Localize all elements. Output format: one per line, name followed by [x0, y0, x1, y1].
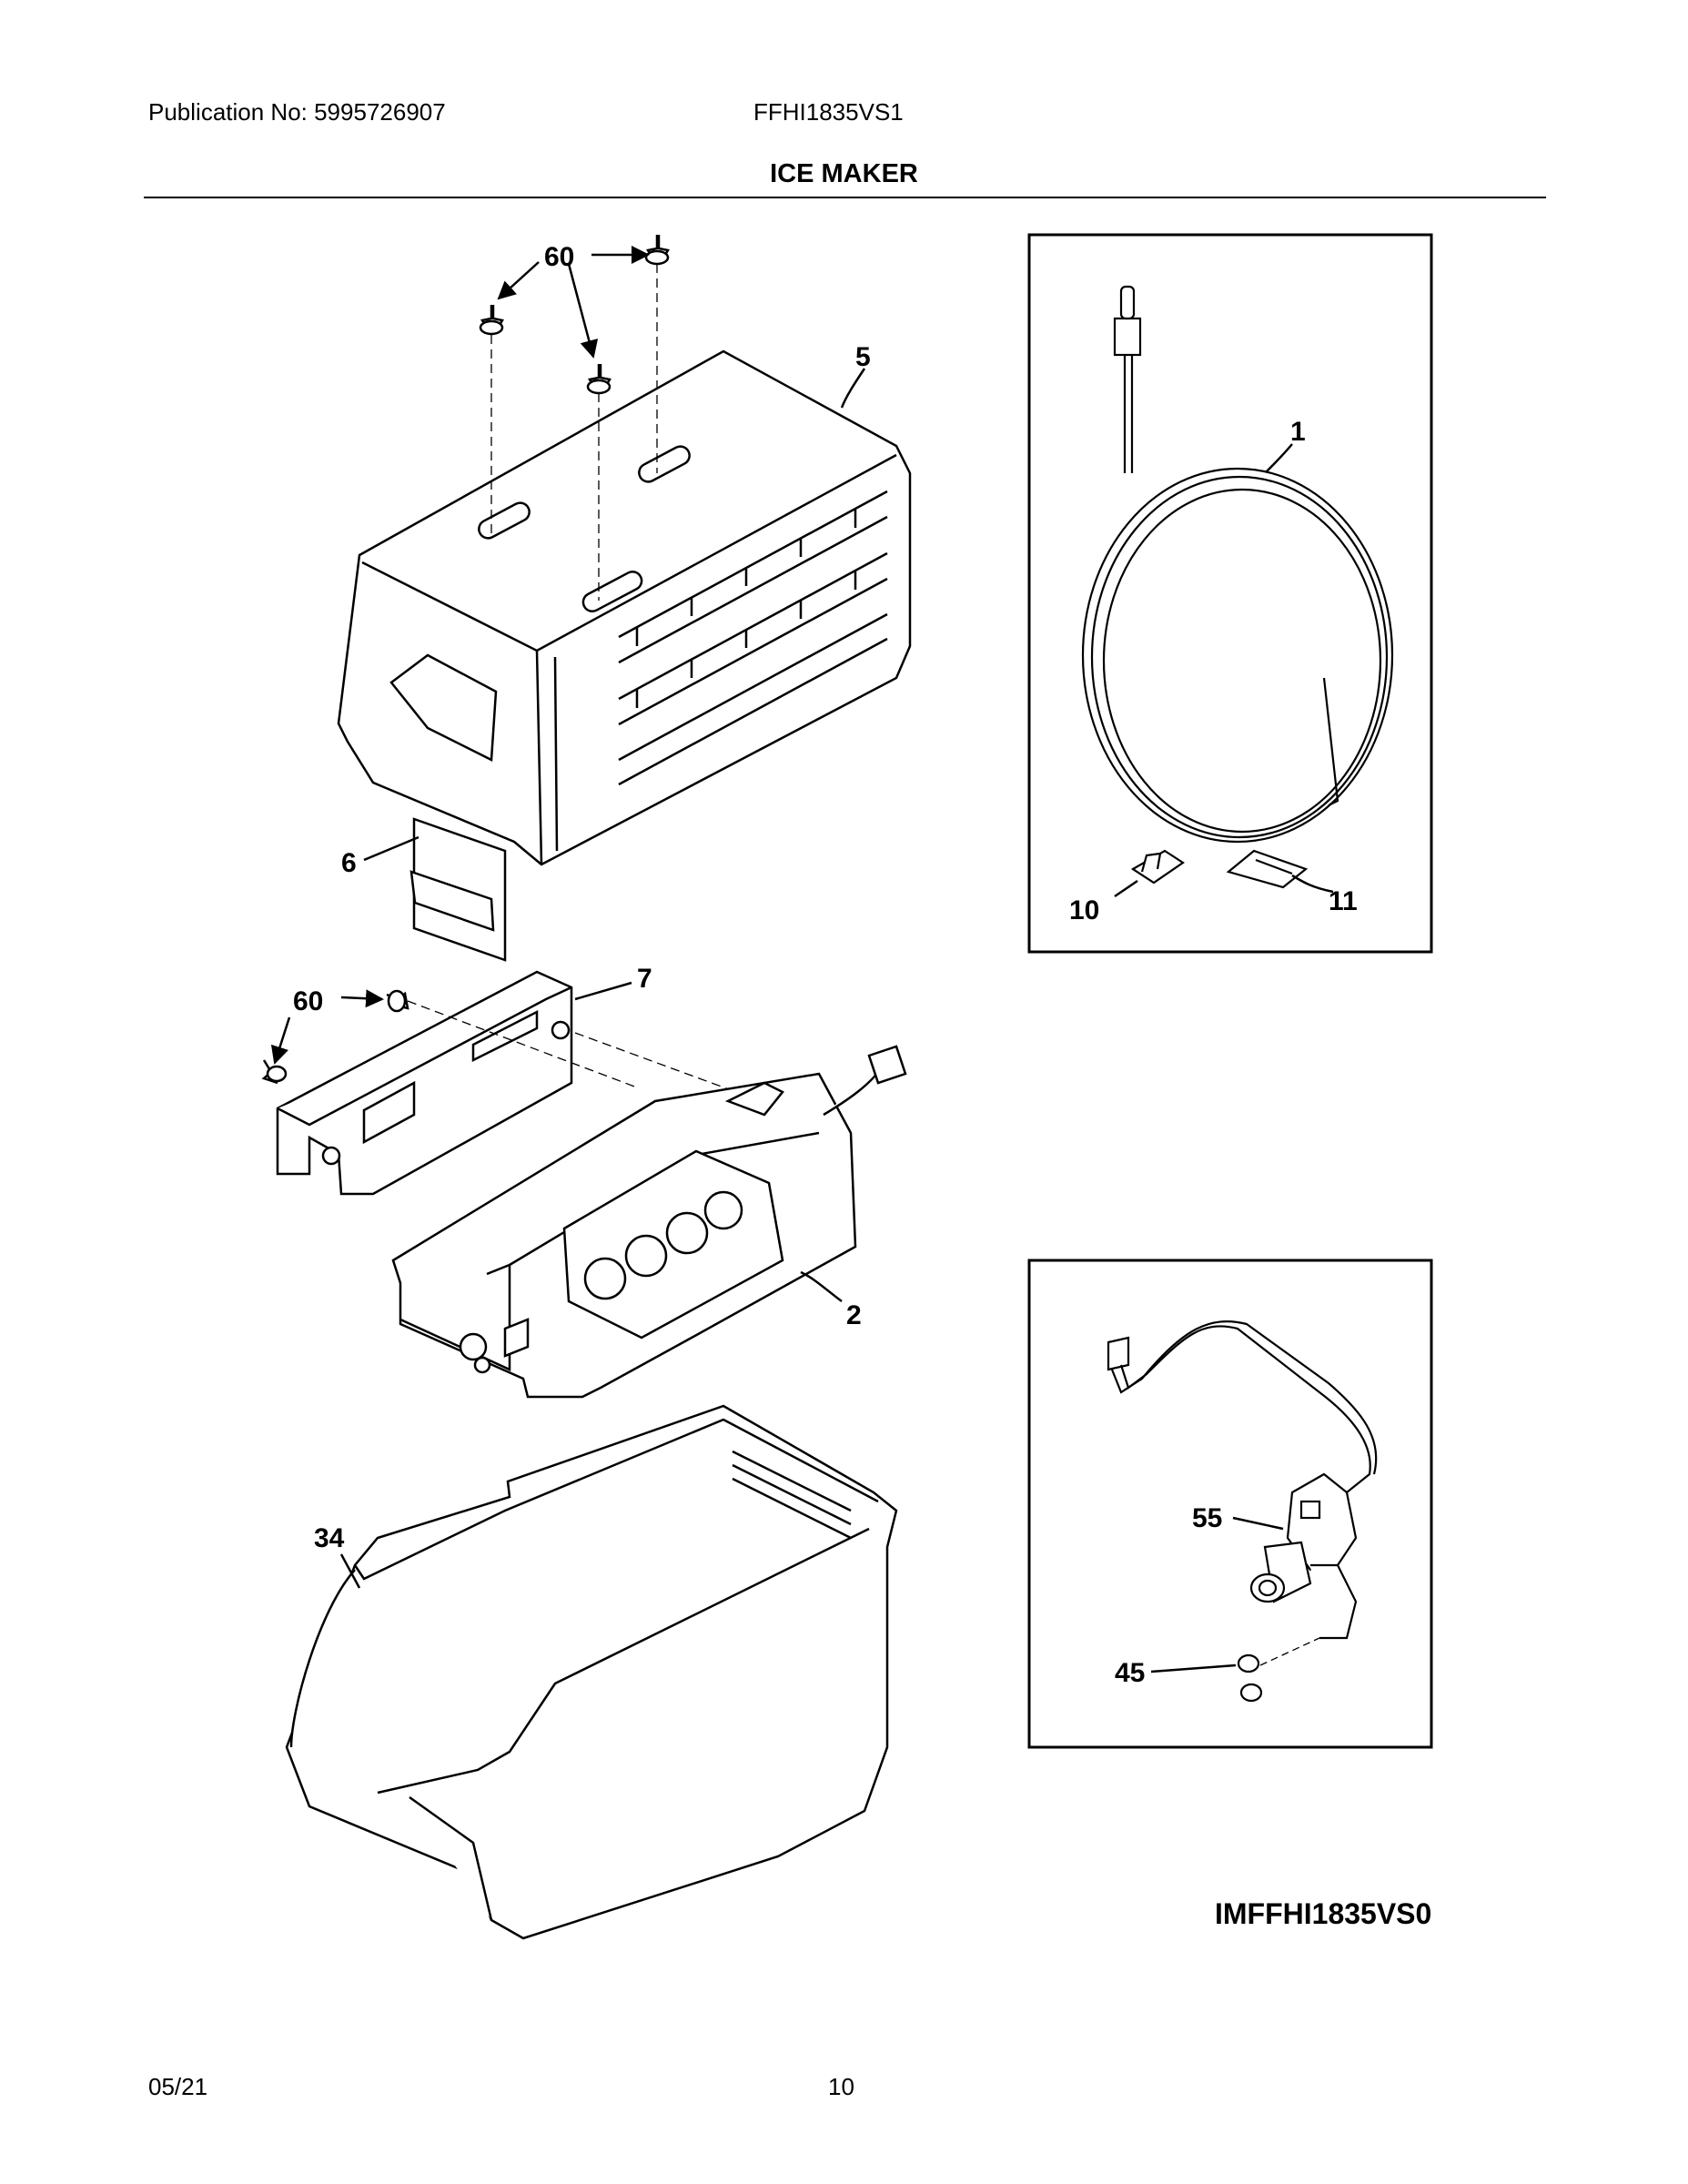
ice-maker-assembly	[391, 1045, 907, 1399]
valve-guide-line	[1259, 1637, 1320, 1666]
screw-guide-lines	[490, 264, 658, 601]
cover-screws	[479, 235, 670, 395]
callout-10: 10	[1069, 895, 1099, 925]
water-valve	[1107, 1320, 1378, 1640]
leader-lines	[270, 246, 1334, 1673]
ice-maker-cover	[337, 349, 912, 866]
ice-bin	[285, 1404, 898, 1940]
bracket-screws	[261, 989, 409, 1085]
valve-screws	[1237, 1653, 1263, 1703]
callout-7: 7	[637, 964, 652, 994]
callout-55: 55	[1192, 1503, 1222, 1533]
callout-60-top: 60	[544, 242, 574, 272]
water-tube-coil	[1081, 285, 1394, 844]
callout-11: 11	[1329, 886, 1358, 916]
callout-34: 34	[314, 1523, 345, 1553]
page-title: ICE MAKER	[770, 159, 918, 188]
callout-60-side: 60	[293, 986, 323, 1016]
callout-45: 45	[1115, 1658, 1145, 1688]
model-number: FFHI1835VS1	[753, 98, 904, 126]
water-valve-frame	[1027, 1259, 1433, 1749]
footer-date: 05/21	[148, 2073, 208, 2100]
header-divider	[144, 197, 1546, 198]
tube-clip-10	[1130, 849, 1185, 885]
callout-5: 5	[855, 342, 871, 372]
front-bracket	[276, 970, 573, 1196]
callout-2: 2	[846, 1300, 862, 1330]
page-number: 10	[828, 2073, 854, 2100]
tubing-kit-frame	[1027, 233, 1433, 954]
callout-1: 1	[1290, 417, 1306, 447]
tube-clip-11	[1226, 849, 1309, 889]
ice-door	[409, 817, 507, 962]
diagram-code: IMFFHI1835VS0	[1215, 1897, 1432, 1930]
publication-number: Publication No: 5995726907	[148, 98, 446, 126]
callout-6: 6	[341, 848, 357, 878]
